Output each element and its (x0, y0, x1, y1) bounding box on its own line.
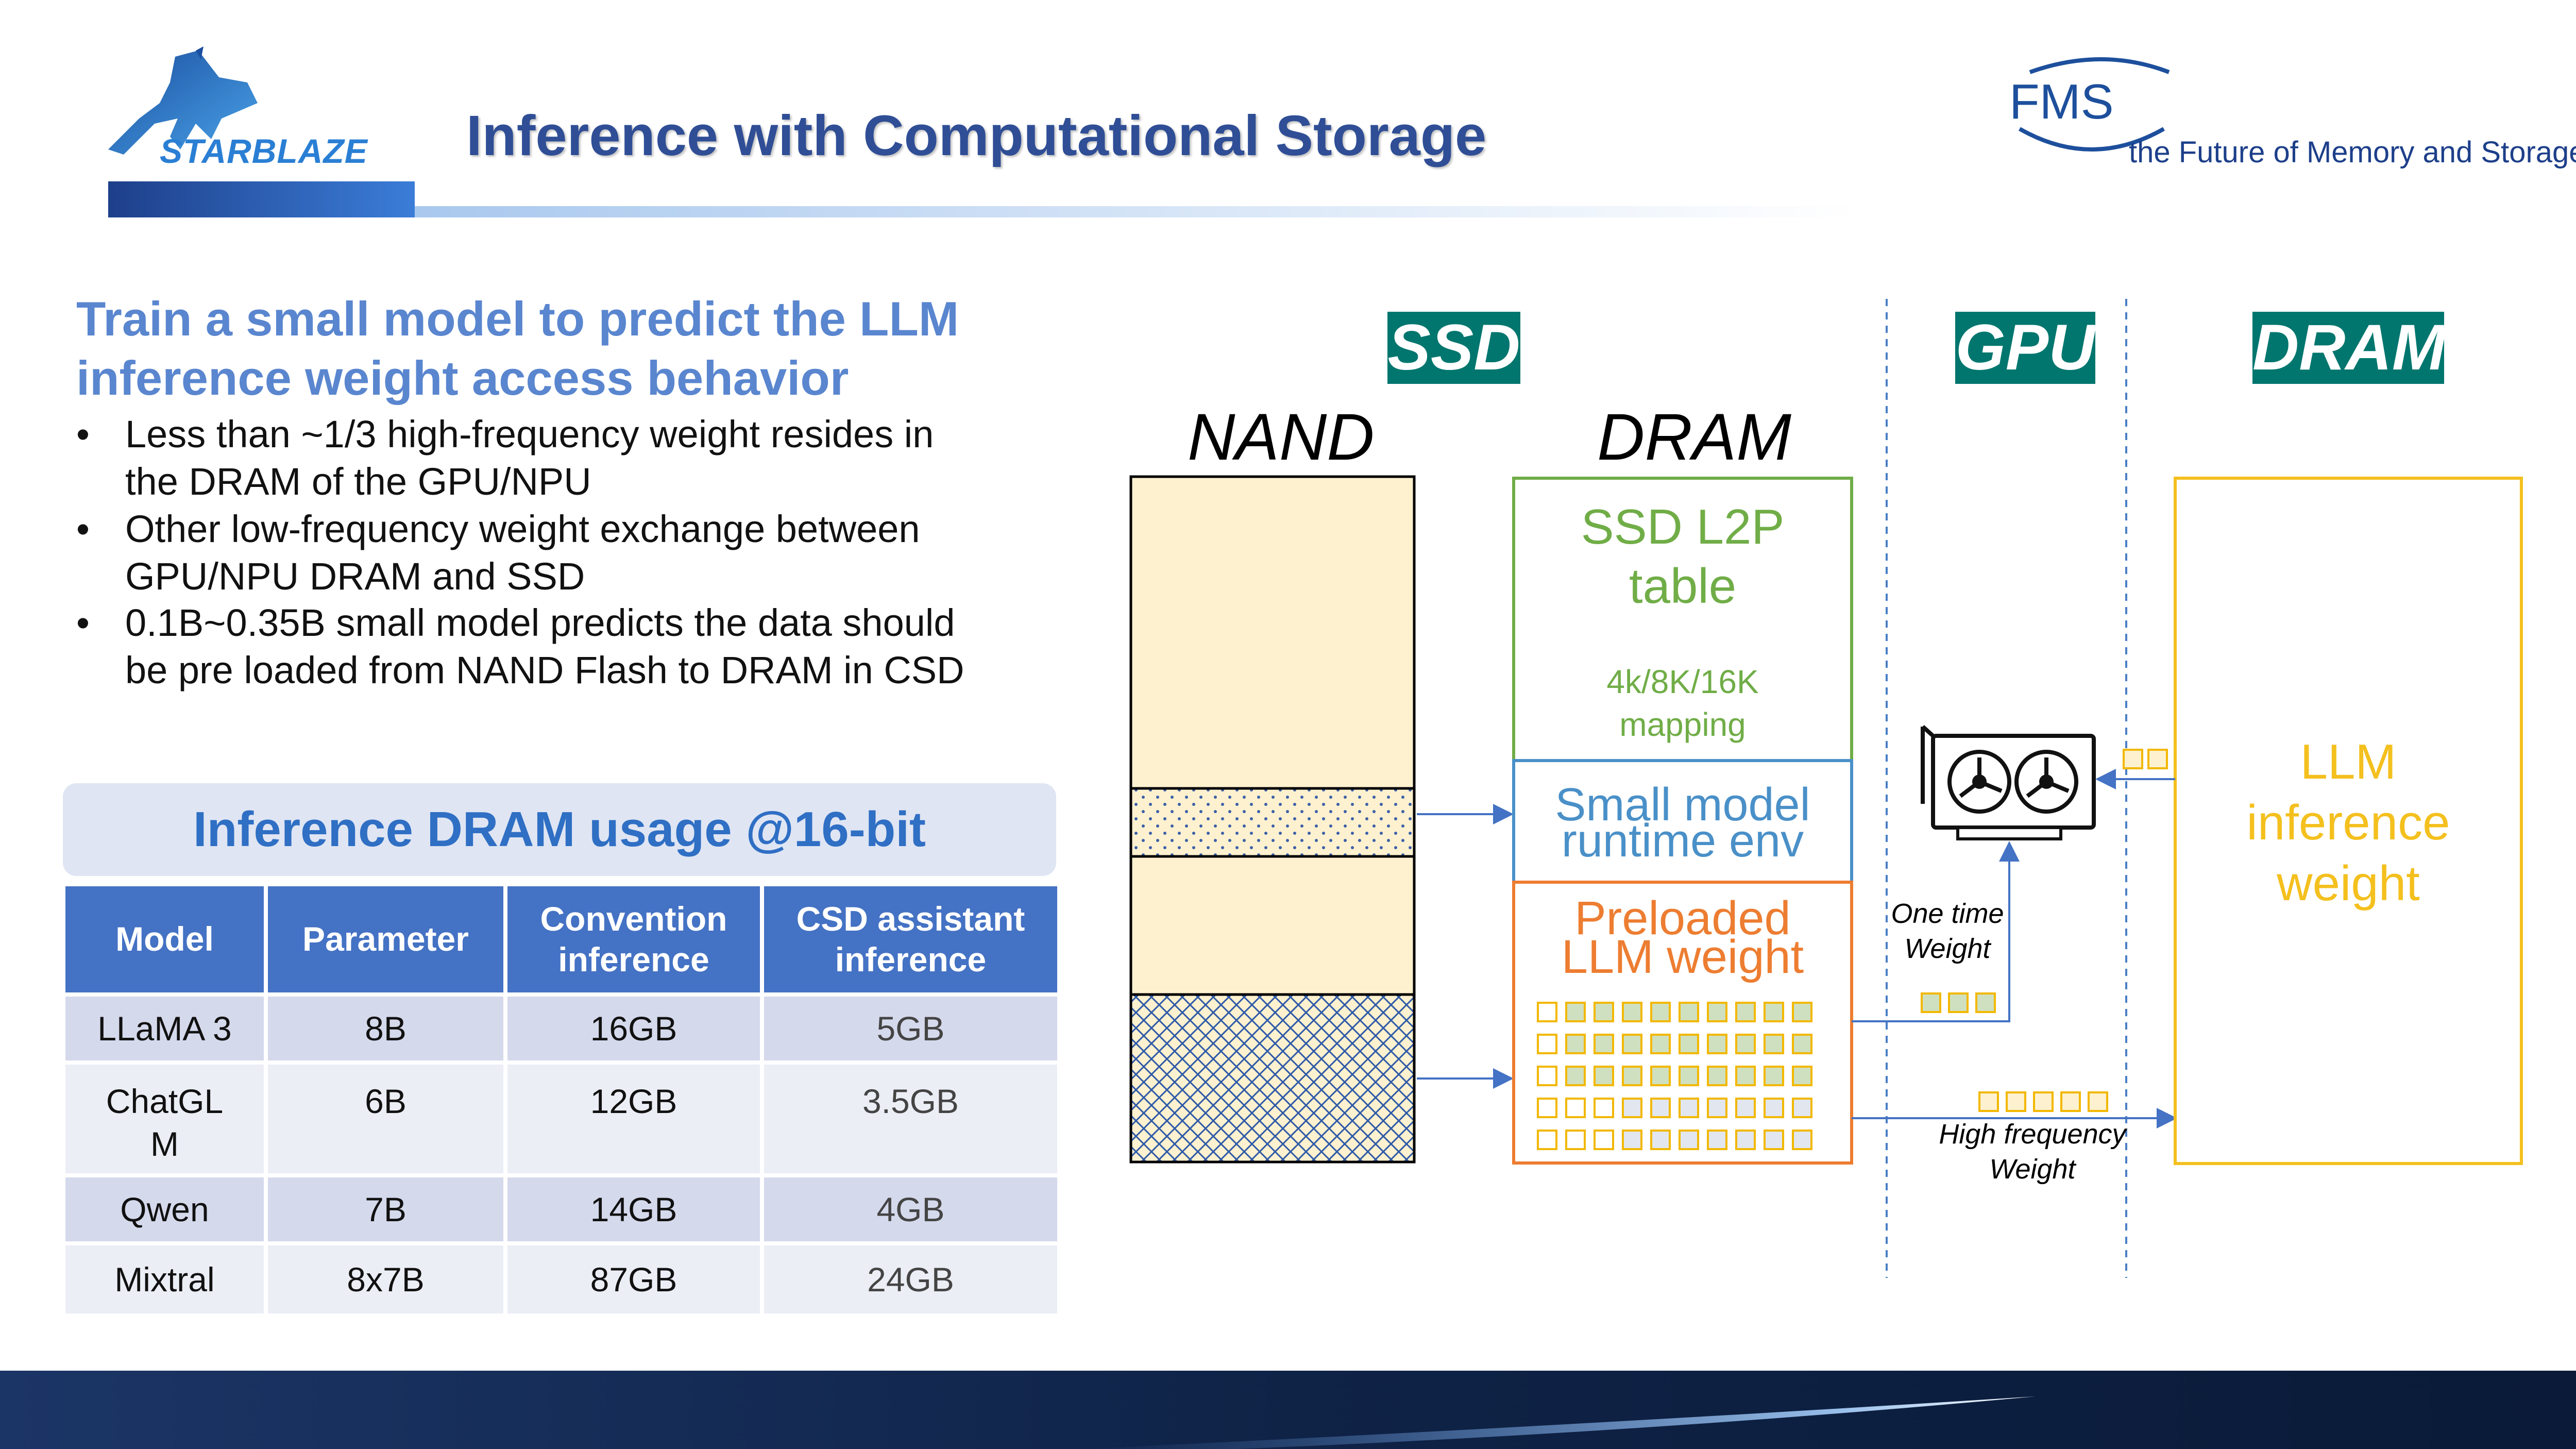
slide-title: Inference with Computational Storage (466, 104, 1487, 167)
table-header-csd: CSD assistant inference (764, 886, 1057, 992)
bullet-2-line-1: Other low-frequency weight exchange betw… (125, 508, 920, 550)
small-model-box (1512, 759, 1853, 884)
bullet-marker: • (76, 413, 90, 456)
title-underline-fade (415, 206, 1857, 217)
l2p-line-2: table (1629, 559, 1737, 614)
title-underline-accent (108, 181, 415, 217)
dram-usage-table: Model Parameter Convention inference CSD… (65, 886, 1057, 1317)
table-cell-parameter: 6B (268, 1065, 503, 1173)
starblaze-logo-text: STARBLAZE (160, 132, 368, 170)
table-cell-csd: 5GB (764, 997, 1057, 1060)
llm-line-2: inference (2246, 795, 2450, 851)
table-cell-convention: 87GB (507, 1245, 760, 1313)
nand-column-heading: NAND (1188, 400, 1375, 474)
bullet-1-line-2: the DRAM of the GPU/NPU (125, 460, 591, 503)
table-cell-convention: 14GB (507, 1177, 760, 1241)
table-cell-parameter: 7B (268, 1177, 503, 1241)
llm-line-3: weight (2277, 856, 2420, 912)
dram-section-label: DRAM (2252, 312, 2444, 384)
preloaded-line-1: Preloaded (1574, 892, 1791, 945)
small-model-label: Small model runtime env (1514, 779, 1852, 867)
fms-tagline: the Future of Memory and Storage (2129, 136, 2576, 169)
bullet-3-line-2: be pre loaded from NAND Flash to DRAM in… (125, 649, 964, 692)
l2p-line-1: SSD L2P (1581, 499, 1785, 554)
weight-block-grid (1537, 1002, 1812, 1150)
nand-small-model-region (1131, 788, 1414, 856)
high-frequency-weight-label: High frequency Weight (1917, 1117, 2148, 1187)
table-cell-parameter: 8B (268, 997, 503, 1060)
preloaded-line-2: LLM weight (1561, 931, 1804, 984)
high-frequency-line-1: High frequency (1939, 1119, 2126, 1150)
table-header-model: Model (65, 886, 264, 992)
headline-line-1: Train a small model to predict the LLM (76, 292, 959, 346)
l2p-mapping-label: 4k/8K/16K mapping (1514, 661, 1852, 746)
l2p-sub-1: 4k/8K/16K (1606, 663, 1759, 700)
nand-llm-weight-region (1131, 995, 1414, 1162)
fms-logo: FMS (1999, 52, 2179, 160)
l2p-table-box (1512, 477, 1853, 762)
table-caption-panel (63, 783, 1056, 876)
headline-line-2: inference weight access behavior (76, 351, 849, 405)
bullet-marker: • (76, 601, 90, 644)
one-time-line-2: Weight (1904, 933, 1991, 964)
bullet-2-line-2: GPU/NPU DRAM and SSD (125, 555, 585, 598)
llm-inference-weight-label: LLM inference weight (2175, 732, 2521, 914)
high-frequency-weight-blocks (1978, 1091, 2108, 1112)
unicorn-icon (108, 46, 258, 155)
table-caption: Inference DRAM usage @16-bit (193, 802, 926, 857)
table-cell-csd: 24GB (764, 1245, 1057, 1313)
small-model-line-2: runtime env (1561, 815, 1804, 867)
l2p-table-label: SSD L2P table (1514, 497, 1852, 616)
l2p-sub-2: mapping (1619, 706, 1746, 744)
small-model-line-1: Small model (1555, 779, 1810, 831)
table-cell-model: LLaMA 3 (65, 997, 264, 1060)
fms-swoosh-icon: FMS (2009, 57, 2170, 151)
gpu-card-icon (1921, 725, 2096, 840)
table-cell-parameter: 8x7B (268, 1245, 503, 1313)
table-cell-csd: 3.5GB (764, 1065, 1057, 1173)
table-header-convention: Convention inference (507, 886, 760, 992)
table-cell-convention: 12GB (507, 1065, 760, 1173)
table-cell-csd: 4GB (764, 1177, 1057, 1241)
high-frequency-line-2: Weight (1989, 1153, 2076, 1185)
preloaded-label: Preloaded LLM weight (1514, 892, 1852, 984)
bullet-marker: • (76, 508, 90, 550)
ssd-section-label: SSD (1387, 312, 1520, 384)
table-cell-model: Qwen (65, 1177, 264, 1241)
llm-line-1: LLM (2300, 734, 2397, 789)
one-time-weight-label: One time Weight (1886, 897, 2009, 966)
gpu-section-label: GPU (1955, 312, 2095, 384)
llm-dram-box (2174, 477, 2523, 1165)
fms-mark-text: FMS (2009, 74, 2114, 129)
arrow-one-time-to-gpu (1852, 841, 2020, 1022)
starblaze-logo (93, 46, 392, 180)
ssd-dram-column-heading: DRAM (1597, 400, 1791, 474)
bullet-1-line-1: Less than ~1/3 high-frequency weight res… (125, 413, 934, 456)
table-header-parameter: Parameter (268, 886, 503, 992)
table-cell-convention: 16GB (507, 997, 760, 1060)
footer-band (0, 1371, 2576, 1449)
bullet-3-line-1: 0.1B~0.35B small model predicts the data… (125, 601, 955, 644)
table-cell-model: Mixtral (65, 1245, 264, 1313)
one-time-line-1: One time (1891, 898, 2004, 929)
one-time-weight-blocks (1921, 992, 1996, 1013)
table-cell-model: ChatGLM (65, 1065, 264, 1173)
dram-to-gpu-weight-blocks (2123, 749, 2168, 769)
